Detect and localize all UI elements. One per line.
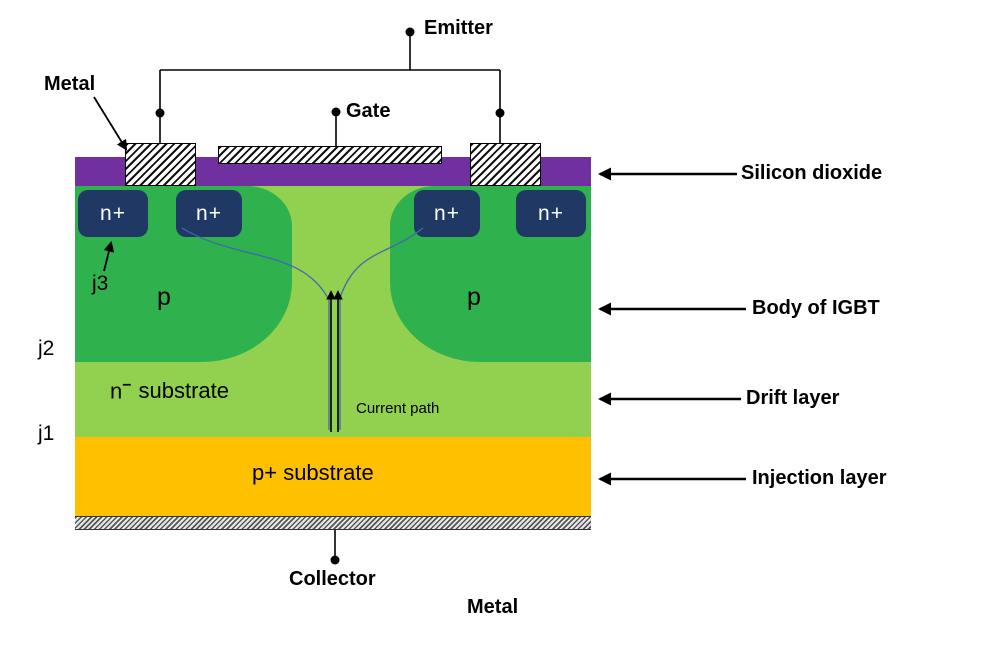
drift-layer-label: Drift layer (746, 387, 840, 409)
emitter-junction-dot-right (495, 108, 505, 118)
emitter-metal-contact-right (470, 143, 541, 186)
annotation-arrows (598, 167, 746, 486)
emitter-metal-contact-left (125, 143, 196, 186)
j3-label: j3 (92, 272, 109, 295)
emitter-terminal-dot (405, 27, 415, 37)
n-plus-region-4: n+ (516, 190, 586, 237)
metal-bottom-label: Metal (467, 596, 519, 618)
n-plus-region-2: n+ (176, 190, 242, 237)
injection-layer-region (75, 437, 591, 516)
drift-substrate-label: n−substrate (110, 377, 229, 404)
drift-substrate-word: substrate (138, 378, 230, 404)
body-of-igbt-label: Body of IGBT (752, 297, 880, 319)
n-plus-region-3: n+ (414, 190, 480, 237)
emitter-junction-dot-left (155, 108, 165, 118)
gate-label: Gate (346, 100, 391, 122)
j2-label: j2 (38, 337, 55, 360)
p-body-label-right: p (467, 283, 481, 311)
current-path-label: Current path (356, 400, 440, 417)
gate-electrode (218, 146, 442, 164)
metal-top-label: Metal (44, 73, 96, 95)
emitter-label: Emitter (424, 17, 493, 39)
n-plus-label: n+ (434, 201, 460, 225)
n-plus-label: n+ (196, 201, 222, 225)
p-body-label-left: p (157, 283, 171, 311)
injection-layer-label: Injection layer (752, 467, 887, 489)
n-plus-label: n+ (100, 201, 126, 225)
n-plus-region-1: n+ (78, 190, 148, 237)
injection-substrate-label: p+ substrate (252, 460, 374, 485)
drift-substrate-n: n (110, 378, 123, 404)
gate-terminal-dot (331, 107, 341, 117)
j1-label: j1 (38, 422, 55, 445)
drift-substrate-minus: − (122, 377, 132, 394)
collector-metal-strip (75, 516, 591, 530)
collector-label: Collector (289, 568, 376, 590)
metal-pointer-arrow (93, 96, 128, 151)
silicon-dioxide-label: Silicon dioxide (741, 162, 883, 184)
collector-terminal-dot (330, 555, 340, 565)
n-plus-label: n+ (538, 201, 564, 225)
